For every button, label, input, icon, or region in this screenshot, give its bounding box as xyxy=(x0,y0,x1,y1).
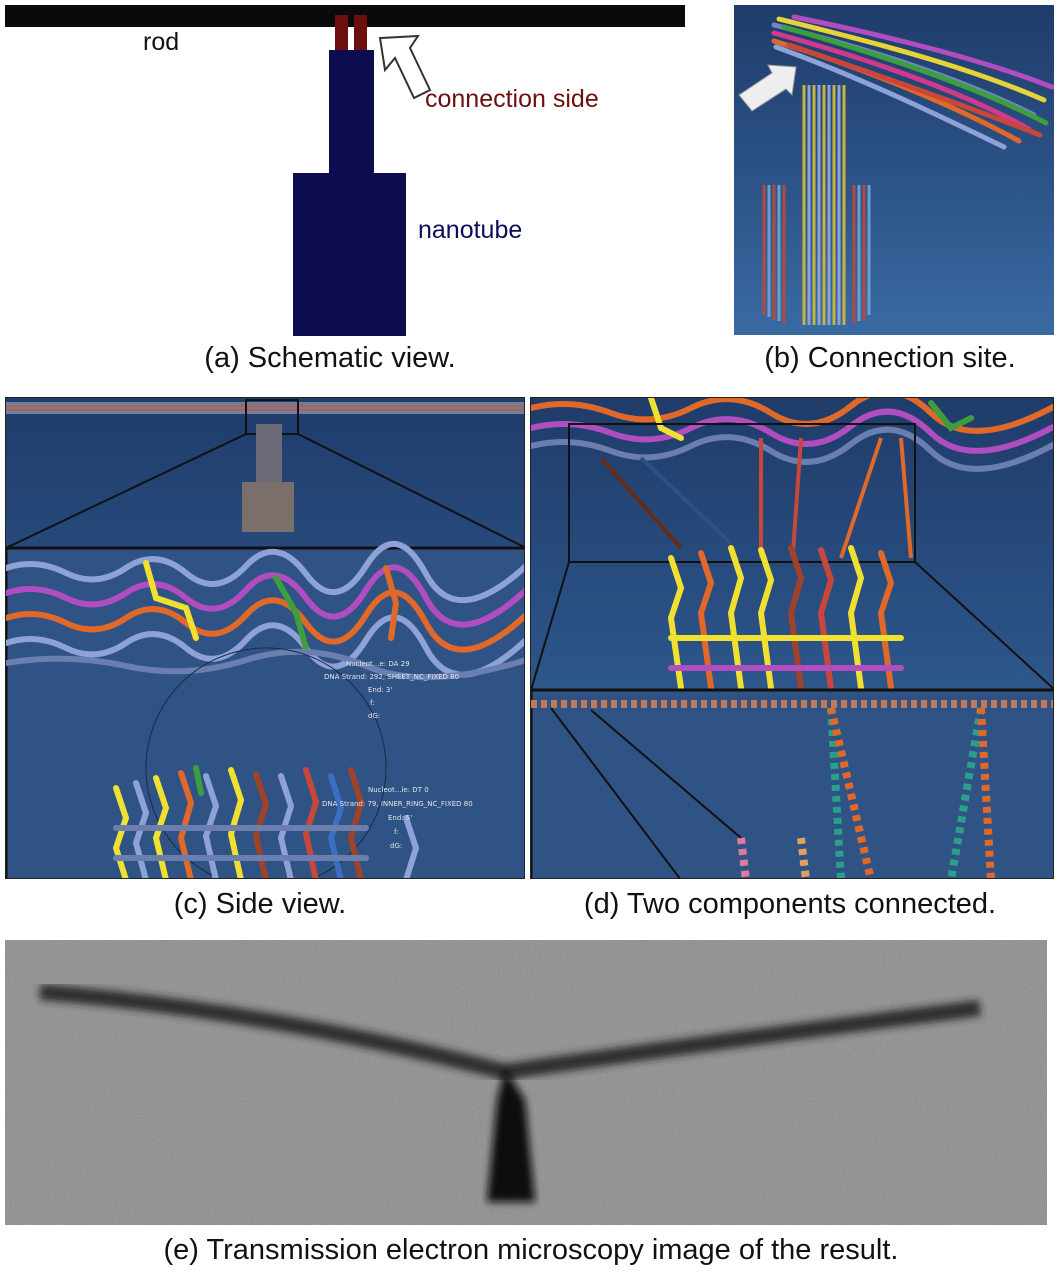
tooltip-1-line-2: DNA Strand: 292, SHEET_NC_FIXED 80 xyxy=(324,673,459,681)
tooltip-2-line-1: Nucleot...le: DT 0 xyxy=(368,786,429,794)
tooltip-2-line-4: f: xyxy=(394,828,399,836)
nanotube-helix-bundle xyxy=(762,85,871,325)
zoom-box xyxy=(568,423,916,563)
tooltip-1-line-1: Nucleot...e: DA 29 xyxy=(346,660,410,668)
tooltip-1-line-3: End: 3' xyxy=(368,686,392,694)
rod-overview xyxy=(6,402,524,414)
caption-a: (a) Schematic view. xyxy=(204,342,456,374)
nanotube-overview xyxy=(256,424,282,484)
nanotube-top-closeup xyxy=(667,545,904,691)
panel-b-connection-site xyxy=(734,5,1054,335)
connection-side-label: connection side xyxy=(425,85,599,113)
nanotube-shadow xyxy=(487,1068,535,1202)
rod-top-closeup xyxy=(531,398,1053,472)
connection-site-render xyxy=(738,14,1054,325)
pointer-arrow-icon xyxy=(738,64,797,112)
rod-closeup xyxy=(6,540,524,681)
nanotube-label: nanotube xyxy=(418,216,523,244)
connected-render xyxy=(531,398,1053,878)
panel-a-schematic: rod connection side nanotube xyxy=(0,0,700,340)
caption-b: (b) Connection site. xyxy=(764,342,1016,374)
panel-d-connected xyxy=(530,397,1054,879)
tooltip-1-line-5: dG: xyxy=(368,712,380,720)
tem-micrograph xyxy=(5,940,1047,1225)
nanotube-upper xyxy=(329,50,374,175)
tooltip-1-line-4: f: xyxy=(370,699,375,707)
caption-e: (e) Transmission electron microscopy ima… xyxy=(163,1234,899,1266)
schematic-figure xyxy=(5,5,685,336)
rod-label: rod xyxy=(143,28,180,56)
caption-d: (d) Two components connected. xyxy=(583,888,997,920)
nanotube-closeup xyxy=(112,765,420,878)
nanotube-lower xyxy=(293,173,406,336)
rod-helix-bundle xyxy=(771,14,1054,150)
connector-strands xyxy=(599,437,913,559)
tooltip-2-line-2: DNA Strand: 79, INNER_RING_NC_FIXED 80 xyxy=(322,800,473,808)
side-view-render: Nucleot...e: DA 29 DNA Strand: 292, SHEE… xyxy=(6,399,524,878)
tooltip-2-line-3: End: 5' xyxy=(388,814,412,822)
panel-c-side-view: Nucleot...e: DA 29 DNA Strand: 292, SHEE… xyxy=(5,397,525,879)
caption-c: (c) Side view. xyxy=(173,888,347,920)
tooltip-2-line-5: dG: xyxy=(390,842,402,850)
panel-e-tem-image xyxy=(5,940,1047,1225)
arrow-icon xyxy=(378,34,432,100)
